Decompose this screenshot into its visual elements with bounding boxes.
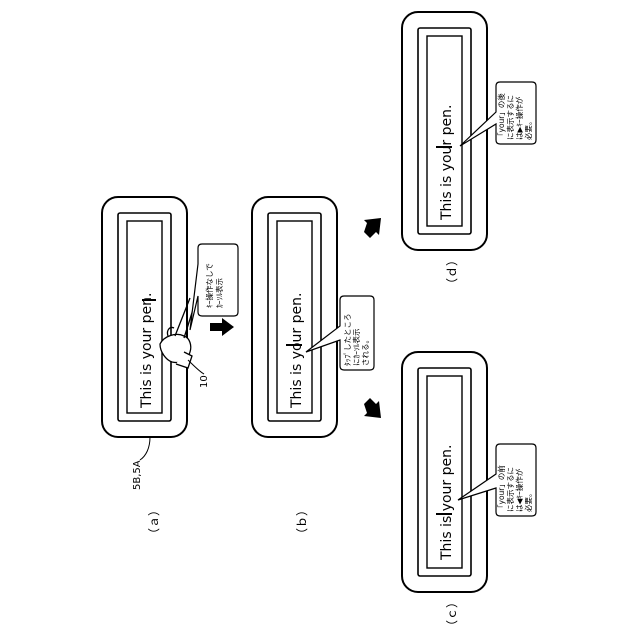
callout-line: に表示するに: [505, 467, 515, 512]
arrow-down-right-icon: [364, 398, 381, 418]
callout-line: 「your」の後: [496, 93, 506, 140]
display-text: This is your pen.: [139, 293, 155, 409]
panel-d: This is your pen. 「your」の後 に表示するに は▶ｷｰ操作…: [402, 12, 536, 290]
callout-line: 「your」の前: [496, 465, 506, 512]
panel-b: This is your pen. ﾀｯﾌﾟしたところ にｶｰｿﾙ表示 される。…: [252, 197, 374, 540]
callout-line: 必要。: [523, 118, 533, 141]
callout-line: ｷｰ操作なしで: [204, 263, 214, 308]
hand-icon: [160, 298, 196, 368]
reference-numeral-device: 5B,5A: [132, 460, 143, 490]
callout-line: にｶｰｿﾙ表示: [351, 328, 361, 366]
arrow-right-icon: [210, 318, 234, 336]
panel-label: （ｃ）: [445, 596, 459, 632]
callout-line: は◀ｷｰ操作が: [514, 468, 524, 512]
callout-line: 必要。: [523, 490, 533, 513]
display-text: This is your pen.: [439, 445, 455, 561]
display-text: This is your pen.: [439, 105, 455, 221]
panel-label: （ｂ）: [295, 504, 309, 540]
reference-leader-hand: [188, 360, 204, 374]
display-text: This is your pen.: [289, 293, 305, 409]
arrow-up-right-icon: [364, 218, 381, 238]
panel-c: This is your pen. 「your」の前 に表示するに は◀ｷｰ操作…: [402, 352, 536, 632]
callout-bubble: ｷｰ操作なしで ｶｰｿﾙ表示: [190, 244, 238, 330]
callout-line: に表示するに: [505, 95, 515, 140]
panel-label: （ｄ）: [445, 254, 459, 290]
callout-line: ﾀｯﾌﾟしたところ: [343, 314, 352, 367]
panel-a: This is your pen. 10 5B,5A ｷｰ操作なしで ｶｰｿﾙ表…: [102, 197, 238, 540]
callout-bubble: 「your」の前 に表示するに は◀ｷｰ操作が 必要。: [458, 444, 536, 516]
panel-label: （ａ）: [147, 504, 161, 540]
reference-leader-device: [140, 437, 150, 460]
callout-line: ｶｰｿﾙ表示: [214, 278, 224, 308]
callout-line: される。: [361, 336, 370, 366]
callout-bubble: ﾀｯﾌﾟしたところ にｶｰｿﾙ表示 される。: [306, 296, 374, 370]
reference-numeral-hand: 10: [199, 375, 210, 388]
callout-line: は▶ｷｰ操作が: [514, 96, 524, 140]
